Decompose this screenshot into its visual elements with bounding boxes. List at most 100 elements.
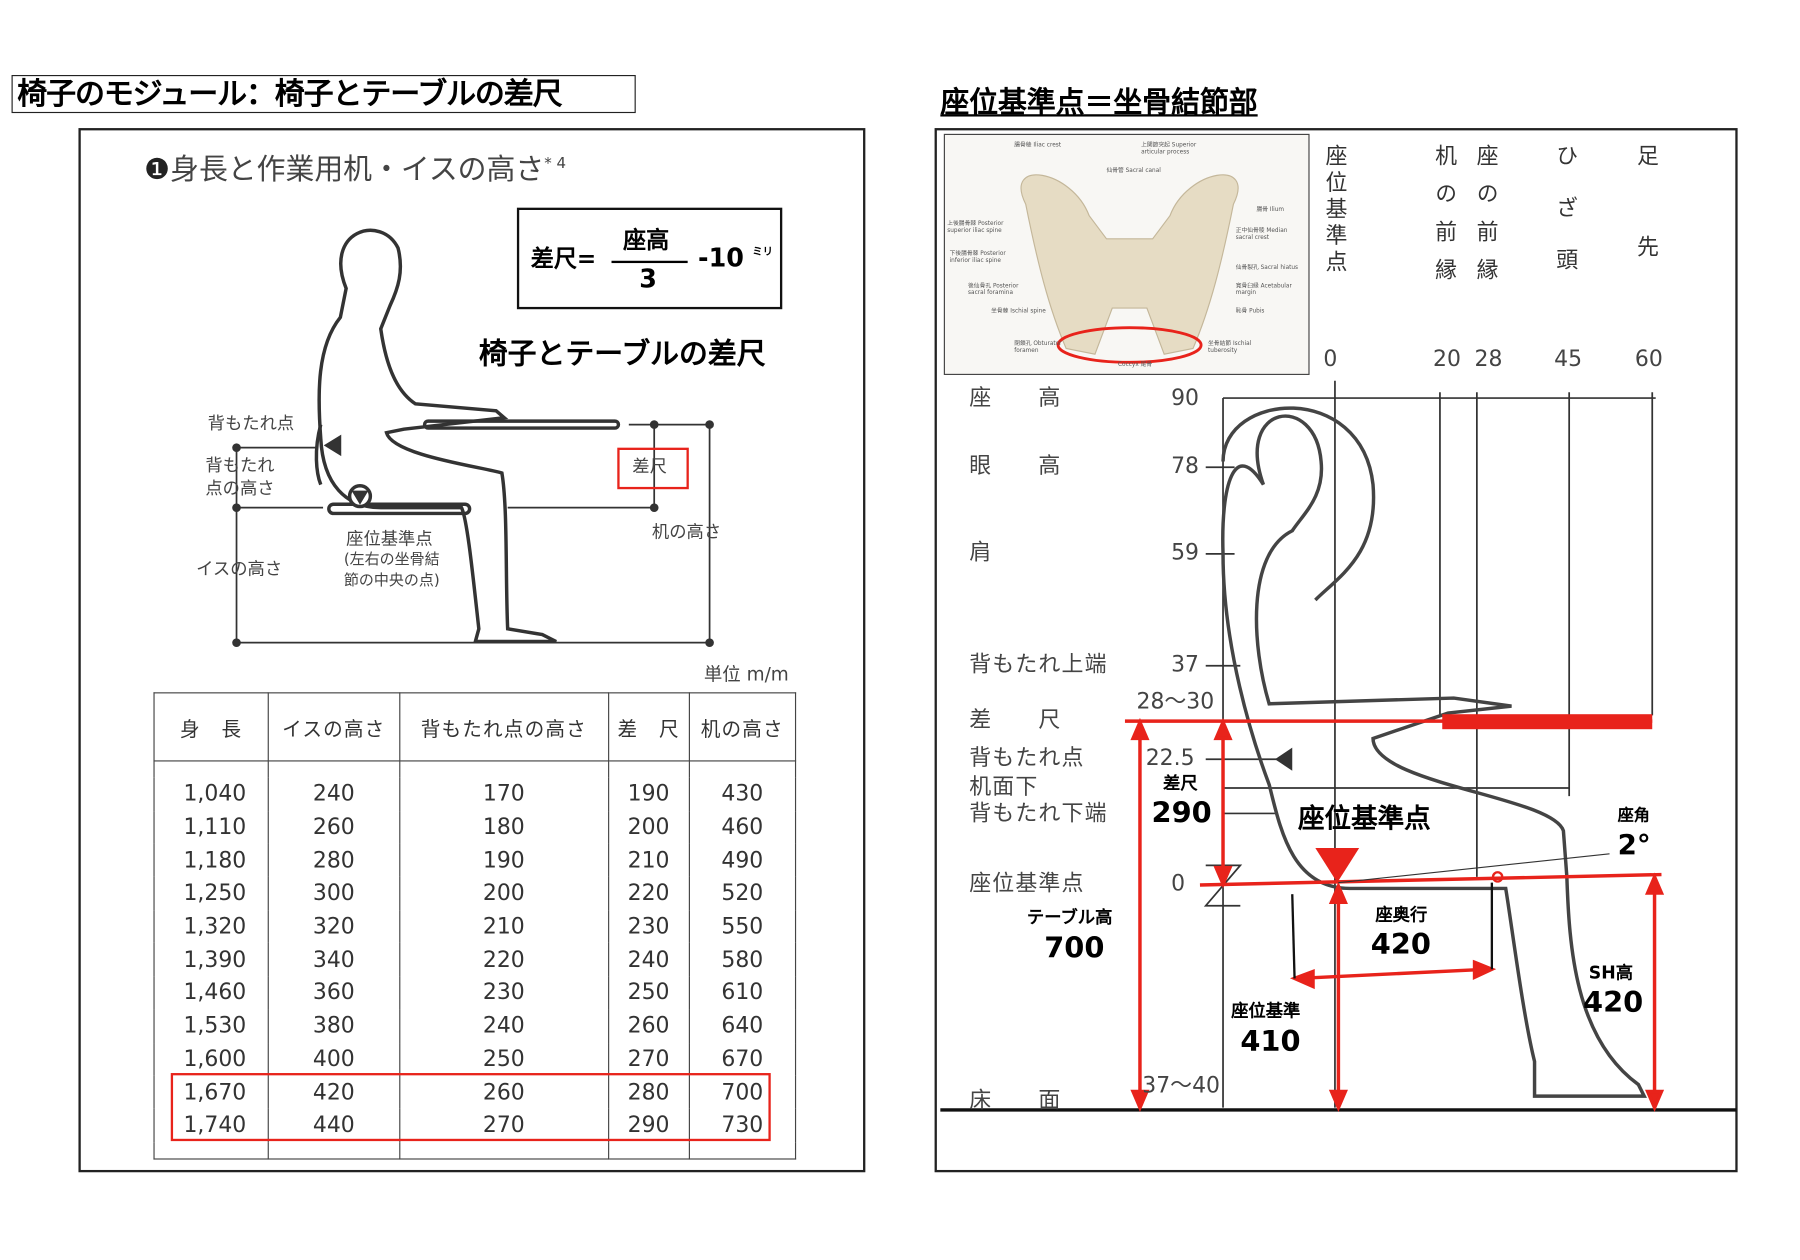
- pelvis-label: 閉鎖孔 Obturator foramen: [1014, 340, 1062, 355]
- column-header: 身 長: [153, 692, 269, 762]
- pelvis-label: 寛骨臼縁 Acetabular margin: [1235, 282, 1292, 297]
- table-cell: 190: [398, 843, 609, 877]
- spacer-cell: [153, 1141, 269, 1160]
- table-cell: 170: [398, 777, 609, 811]
- difference-label: 差尺: [1163, 773, 1198, 794]
- right-title: 座位基準点＝坐骨結節部: [940, 85, 1258, 119]
- table-cell: 190: [607, 777, 690, 811]
- table-cell: 550: [688, 910, 797, 944]
- table-cell: 1,390: [153, 943, 269, 977]
- table-cell: 420: [267, 1075, 401, 1109]
- label-chair-height: イスの高さ: [196, 558, 283, 580]
- pelvis-label: 仙骨管 Sacral canal: [1106, 167, 1161, 175]
- label-backrest-height-1: 背もたれ: [205, 454, 275, 476]
- table-cell: 1,180: [153, 843, 269, 877]
- formula-box: 差尺= 座高 3 -10 ミリ: [516, 207, 783, 310]
- column-value-3: 45: [1554, 346, 1583, 372]
- table-cell: 320: [267, 910, 401, 944]
- row-label-6: 机面下: [969, 774, 1039, 800]
- table-cell: 640: [688, 1009, 797, 1043]
- table-cell: 240: [398, 1009, 609, 1043]
- table-cell: 700: [688, 1075, 797, 1109]
- backrest-point-marker: [1274, 747, 1293, 771]
- desk-top: [422, 419, 621, 430]
- row-label-2: 肩: [969, 539, 993, 566]
- pelvis-label: 上後腸骨棘 Posterior superior iliac spine: [947, 220, 1004, 235]
- heading-note: * 4: [544, 155, 567, 173]
- pelvis-label: 恥骨 Pubis: [1235, 308, 1265, 315]
- seat-reference-line: [1199, 872, 1662, 887]
- label-seat-ref-1: 座位基準点: [346, 528, 433, 550]
- person-outline-right: [1221, 414, 1647, 1098]
- row-value-5: 22.5: [1145, 745, 1195, 771]
- spacer-cell: [688, 760, 797, 778]
- table-cell: 1,040: [153, 777, 269, 811]
- column-header: 背もたれ点の高さ: [398, 692, 609, 762]
- table-height-label: テーブル高: [1026, 906, 1113, 928]
- table-cell: 240: [607, 943, 690, 977]
- column-value-4: 60: [1634, 346, 1663, 372]
- row-value-2: 59: [1171, 539, 1200, 566]
- column-header: 差 尺: [607, 692, 690, 762]
- table-cell: 730: [688, 1108, 797, 1142]
- table-header-row: 身 長イスの高さ背もたれ点の高さ差 尺机の高さ: [153, 692, 797, 762]
- table-cell: 460: [688, 810, 797, 844]
- pelvis-label: 仙骨裂孔 Sacral hiatus: [1235, 264, 1299, 272]
- label-seat-ref-3: 節の中央の点): [343, 572, 440, 590]
- formula-unit: ミリ: [752, 246, 774, 259]
- column-label-0: 座位基準点: [1322, 144, 1348, 277]
- spacer-cell: [688, 1141, 797, 1160]
- table-cell: 440: [267, 1108, 401, 1142]
- subtitle: 椅子とテーブルの差尺: [478, 336, 766, 371]
- sh-label: SH高: [1588, 962, 1634, 984]
- row-value-4: 28～30: [1136, 688, 1215, 715]
- row-value-9: 37～40: [1142, 1073, 1220, 1099]
- seat-ref-height-label: 座位基準: [1231, 1000, 1301, 1022]
- row-label-3: 背もたれ上端: [969, 651, 1108, 678]
- row-value-8: 0: [1171, 871, 1186, 897]
- table-cell: 250: [607, 976, 690, 1010]
- table-cell: 490: [688, 843, 797, 877]
- table-cell: 200: [398, 876, 609, 911]
- table-cell: 340: [267, 943, 401, 977]
- row-label-1: 眼 高: [969, 453, 1062, 479]
- left-panel: [78, 128, 866, 1173]
- table-top-bar: [1442, 714, 1653, 730]
- column-label-2: 座の前縁: [1473, 144, 1499, 297]
- table-cell: 210: [607, 843, 690, 877]
- pelvis-label: 腸骨稜 Iliac crest: [1014, 141, 1062, 149]
- table-cell: 230: [607, 910, 690, 944]
- row-label-9: 床 面: [969, 1088, 1062, 1114]
- right-panel: [934, 128, 1738, 1173]
- difference-value: 290: [1151, 796, 1212, 830]
- table-cell: 280: [607, 1075, 690, 1109]
- table-cell: 260: [607, 1009, 690, 1043]
- table-cell: 210: [398, 910, 609, 944]
- page-title: 椅子のモジュール：椅子とテーブルの差尺: [11, 74, 636, 114]
- table-cell: 1,530: [153, 1009, 269, 1043]
- formula-numerator: 座高: [623, 226, 670, 254]
- label-desk-height: 机の高さ: [651, 521, 722, 543]
- table-cell: 220: [398, 943, 609, 977]
- row-value-1: 78: [1171, 453, 1200, 479]
- table-cell: 270: [607, 1042, 690, 1076]
- column-label-4: 足先: [1633, 144, 1659, 327]
- pelvis-label: 正中仙骨稜 Median sacral crest: [1235, 227, 1288, 242]
- seat-angle-label: 座角: [1617, 806, 1650, 825]
- table-cell: 280: [267, 843, 401, 877]
- label-seat-ref-2: (左右の坐骨結: [343, 551, 440, 569]
- column-value-1: 20: [1433, 346, 1461, 372]
- formula-rhs: -10: [698, 244, 744, 274]
- seat-angle-value: 2°: [1617, 828, 1651, 861]
- row-label-4: 差 尺: [969, 707, 1062, 733]
